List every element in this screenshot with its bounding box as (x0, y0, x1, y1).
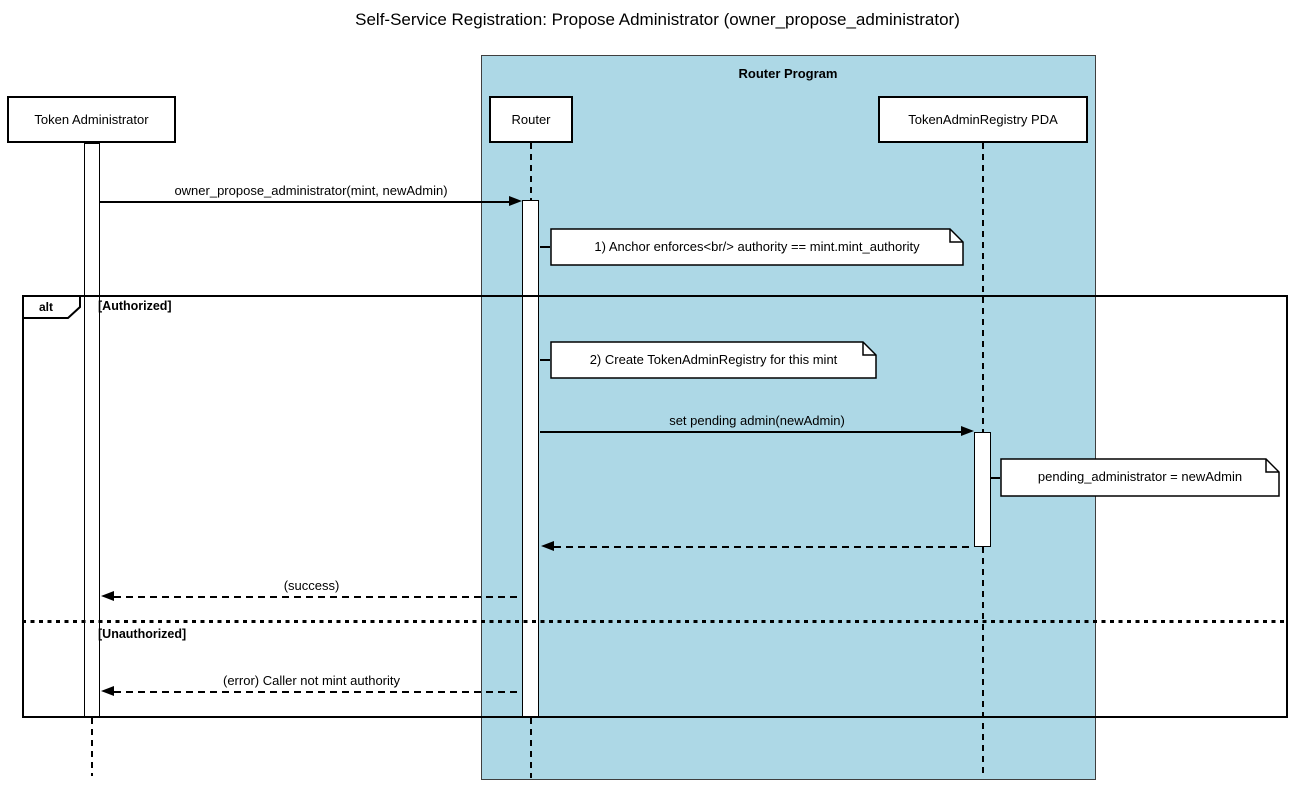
guard-unauthorized: [Unauthorized] (98, 627, 187, 641)
participant-tokenadminregistry-pda: TokenAdminRegistry PDA (878, 96, 1088, 143)
alt-frame (22, 295, 1288, 718)
note-shape (550, 228, 964, 266)
note-pending-administrator: pending_administrator = newAdmin (1000, 458, 1280, 497)
note1-connector (540, 246, 550, 248)
note3-connector (991, 477, 1000, 479)
filled-arrowhead-right-icon (961, 426, 974, 436)
lifeline-registry-bottom (982, 547, 984, 778)
message-label-set-pending: set pending admin(newAdmin) (669, 413, 845, 428)
note-anchor-enforces: 1) Anchor enforces<br/> authority == min… (550, 228, 964, 266)
message-line-success (114, 596, 522, 598)
note-text: 2) Create TokenAdminRegistry for this mi… (589, 351, 838, 367)
note-shape (1000, 458, 1280, 497)
participant-label: Router (511, 112, 551, 127)
filled-arrowhead-left-icon (541, 541, 554, 551)
participant-token-administrator: Token Administrator (7, 96, 176, 143)
activation-registry (974, 432, 991, 547)
guard-authorized: [Authorized] (98, 299, 172, 313)
message-line-error (114, 691, 522, 693)
filled-arrowhead-right-icon (509, 196, 522, 206)
note-text: 1) Anchor enforces<br/> authority == min… (594, 238, 920, 254)
filled-arrowhead-left-icon (101, 686, 114, 696)
message-label-success: (success) (283, 578, 340, 593)
message-label-error: (error) Caller not mint authority (223, 673, 400, 688)
note-shape (550, 341, 877, 379)
message-line-propose (100, 201, 510, 203)
note-create-registry: 2) Create TokenAdminRegistry for this mi… (550, 341, 877, 379)
filled-arrowhead-left-icon (101, 591, 114, 601)
lifeline-registry-top (982, 143, 984, 432)
note2-connector (540, 359, 550, 361)
alt-divider (22, 620, 1288, 623)
participant-label: Token Administrator (34, 112, 149, 127)
note-fold-icon (862, 342, 876, 356)
message-label-propose: owner_propose_administrator(mint, newAdm… (174, 183, 448, 198)
group-label: Router Program (738, 66, 838, 81)
participant-label: TokenAdminRegistry PDA (908, 112, 1058, 127)
lifeline-token-admin-bottom (91, 718, 93, 776)
note-text: pending_administrator = newAdmin (1037, 469, 1243, 484)
alt-operator-label: alt (38, 300, 53, 314)
note-fold-icon (1265, 459, 1279, 473)
group-box-router-program (481, 55, 1096, 780)
diagram-title: Self-Service Registration: Propose Admin… (355, 10, 960, 29)
note-fold-icon (949, 229, 963, 243)
alt-label-pentagon (22, 295, 81, 319)
message-line-set-pending (540, 431, 962, 433)
lifeline-router-top (530, 143, 532, 200)
lifeline-router-bottom (530, 718, 532, 778)
participant-router: Router (489, 96, 573, 143)
message-line-registry-return (554, 546, 974, 548)
